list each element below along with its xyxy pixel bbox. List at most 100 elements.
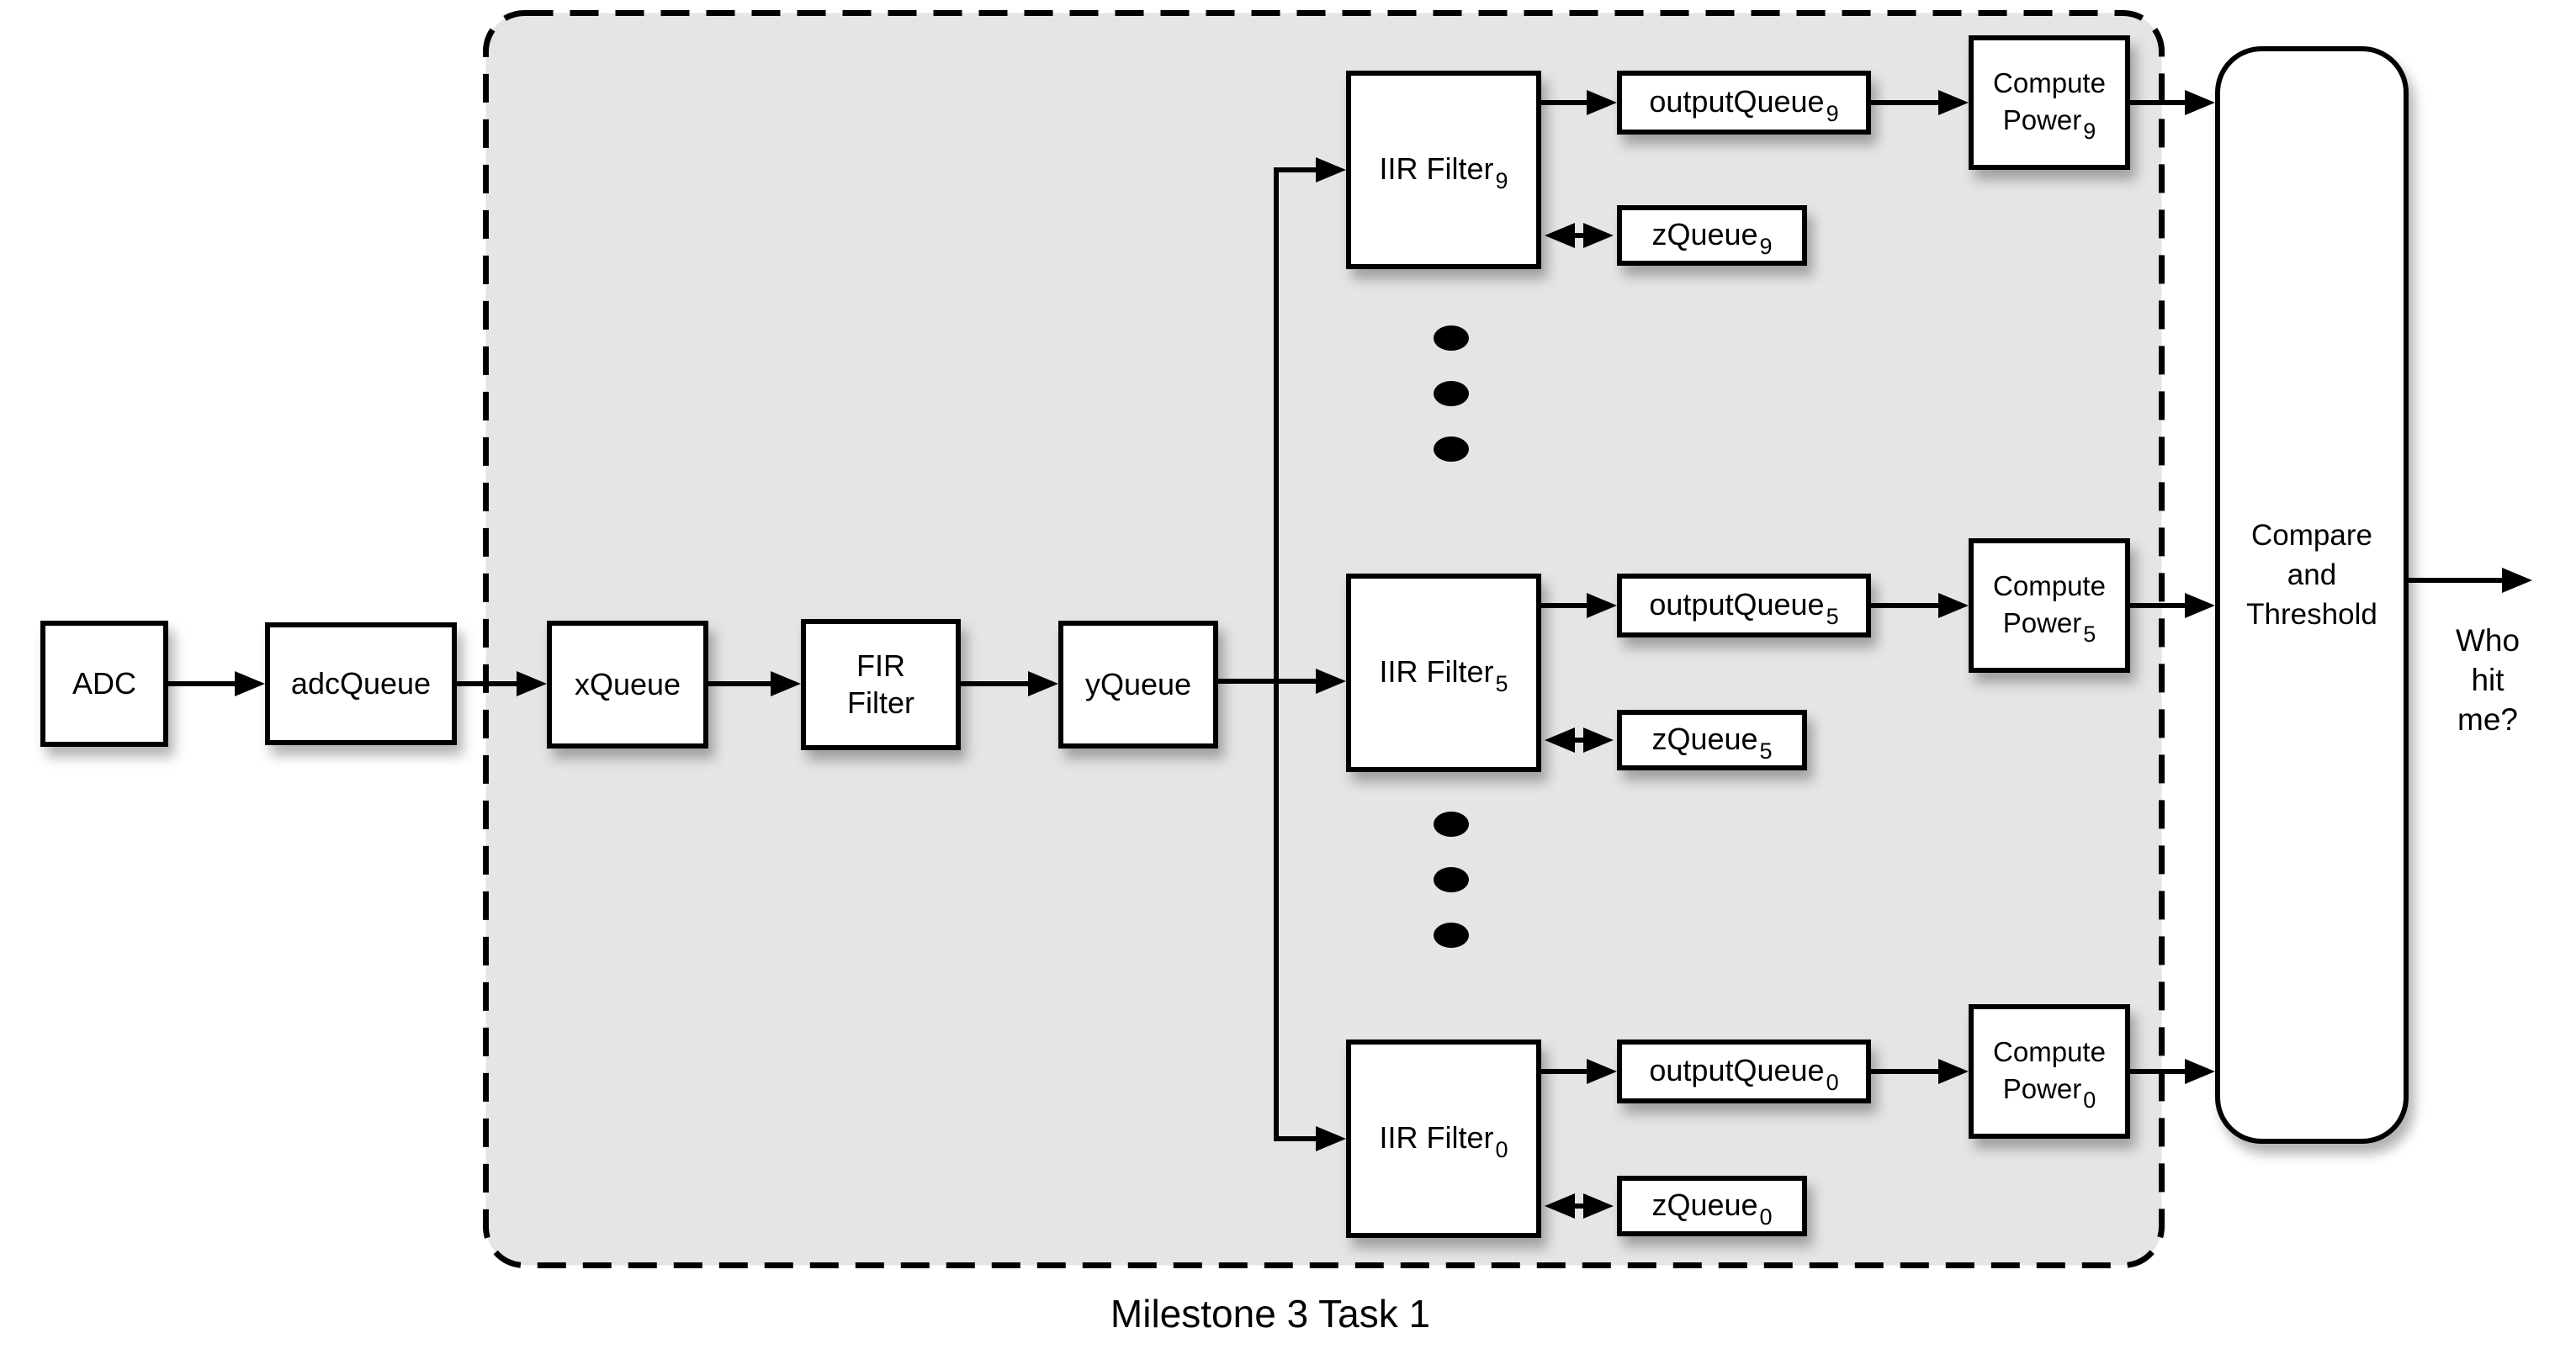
adc-queue-label: adcQueue — [290, 666, 432, 701]
ellipsis-dot — [1434, 436, 1469, 462]
arrowhead — [1316, 157, 1346, 183]
z-queue-0-subscript: 0 — [1759, 1204, 1773, 1230]
compute-power-5-label-line1: Compute — [1993, 570, 2106, 601]
arrowhead — [1583, 223, 1614, 248]
arrow-compare-to-output — [2409, 568, 2532, 593]
iir-filter-0-subscript: 0 — [1495, 1136, 1508, 1162]
fir-filter-label-line2: Filter — [847, 685, 914, 720]
x-queue-label: xQueue — [574, 667, 681, 701]
arrow-outputqueue5-to-computepower5 — [1871, 593, 1969, 618]
output-queue-0-label: outputQueue — [1649, 1052, 1825, 1087]
y-queue-node: yQueue — [1058, 621, 1218, 749]
adc-queue-node: adcQueue — [265, 622, 457, 745]
iir-filter-9-label: IIR Filter — [1379, 151, 1494, 186]
compute-power-9-subscript: 9 — [2083, 119, 2096, 144]
arrowhead — [2502, 568, 2532, 593]
output-queue-9-label: outputQueue — [1649, 83, 1825, 119]
arrow-xqueue-to-firfilter — [708, 671, 801, 696]
compute-power-5-label-line2: Power — [2002, 607, 2082, 638]
z-queue-0-node: zQueue0 — [1617, 1176, 1807, 1236]
adc-node: ADC — [40, 621, 168, 747]
x-queue-node: xQueue — [547, 621, 708, 749]
vertical-ellipsis-top — [1434, 325, 1469, 462]
arrow-iirfilter0-to-outputqueue0 — [1541, 1059, 1617, 1084]
compare-label-line1: Compare — [2251, 519, 2372, 552]
arrowhead — [2185, 1059, 2215, 1084]
arrowhead — [1545, 727, 1575, 753]
output-question-line2: hit — [2471, 663, 2504, 697]
arrowhead — [517, 671, 547, 696]
arrow-computepower0-to-compare — [2130, 1059, 2215, 1084]
z-queue-5-subscript: 5 — [1759, 738, 1773, 764]
arrow-outputqueue0-to-computepower0 — [1871, 1059, 1969, 1084]
compute-power-9-label-line1: Compute — [1993, 67, 2106, 98]
output-queue-0-node: outputQueue0 — [1617, 1040, 1871, 1103]
compute-power-0-label-line1: Compute — [1993, 1036, 2106, 1067]
arrow-iirfilter9-to-outputqueue9 — [1541, 90, 1617, 115]
compute-power-5-subscript: 5 — [2083, 622, 2096, 647]
arrowhead — [1583, 1193, 1614, 1219]
arrow-iirfilter9-zqueue9-bidirectional — [1545, 223, 1614, 248]
arrowhead — [1028, 671, 1058, 696]
arrowhead — [1587, 593, 1617, 618]
y-queue-label: yQueue — [1084, 667, 1192, 701]
iir-filter-0-label: IIR Filter — [1379, 1119, 1494, 1155]
compute-power-9-label-line2: Power — [2002, 104, 2082, 135]
arrowhead — [1587, 90, 1617, 115]
arrowhead — [1938, 1059, 1969, 1084]
arrow-firfilter-to-yqueue — [961, 671, 1058, 696]
ellipsis-dot — [1434, 812, 1469, 837]
iir-filter-5-label: IIR Filter — [1379, 653, 1494, 689]
fir-filter-label-line1: FIR — [856, 648, 905, 683]
arrowhead — [1938, 90, 1969, 115]
output-question-line3: me? — [2457, 702, 2518, 737]
z-queue-9-subscript: 9 — [1759, 233, 1773, 259]
compare-label-line3: Threshold — [2246, 598, 2377, 631]
output-queue-9-node: outputQueue9 — [1617, 71, 1871, 135]
compute-power-5-node: Compute Power5 — [1969, 538, 2130, 673]
arrow-outputqueue9-to-computepower9 — [1871, 90, 1969, 115]
compute-power-0-subscript: 0 — [2083, 1087, 2096, 1113]
arrowhead — [1587, 1059, 1617, 1084]
arrow-adc-to-adcqueue — [168, 671, 265, 696]
vertical-ellipsis-bottom — [1434, 812, 1469, 948]
iir-filter-5-node: IIR Filter5 — [1346, 574, 1541, 772]
iir-filter-5-subscript: 5 — [1495, 670, 1508, 696]
arrowhead — [1938, 593, 1969, 618]
arrowhead — [1545, 223, 1575, 248]
arrow-iirfilter5-zqueue5-bidirectional — [1545, 727, 1614, 753]
output-queue-5-subscript: 5 — [1826, 603, 1839, 629]
compute-power-0-label-line2: Power — [2002, 1073, 2082, 1104]
arrow-yqueue-to-iirfilter5 — [1218, 669, 1346, 694]
arrow-branch-to-iirfilter0 — [1276, 1126, 1346, 1151]
output-question: Who hit me? — [2408, 621, 2568, 739]
milestone-region — [483, 10, 2165, 1268]
z-queue-5-node: zQueue5 — [1617, 710, 1807, 770]
z-queue-9-label: zQueue — [1651, 216, 1758, 251]
z-queue-9-node: zQueue9 — [1617, 205, 1807, 266]
arrowhead — [1316, 669, 1346, 694]
adc-label: ADC — [72, 666, 136, 701]
ellipsis-dot — [1434, 867, 1469, 892]
output-question-line1: Who — [2455, 623, 2520, 658]
arrowhead — [771, 671, 801, 696]
output-queue-5-node: outputQueue5 — [1617, 574, 1871, 637]
arrow-iirfilter5-to-outputqueue5 — [1541, 593, 1617, 618]
fir-filter-node: FIR Filter — [801, 619, 961, 750]
diagram-caption: Milestone 3 Task 1 — [934, 1292, 1607, 1336]
output-queue-9-subscript: 9 — [1826, 100, 1839, 126]
z-queue-5-label: zQueue — [1651, 721, 1758, 756]
compute-power-9-node: Compute Power9 — [1969, 35, 2130, 170]
arrow-computepower5-to-compare — [2130, 593, 2215, 618]
z-queue-0-label: zQueue — [1651, 1187, 1758, 1222]
arrow-branch-to-iirfilter9 — [1276, 157, 1346, 183]
output-queue-5-label: outputQueue — [1649, 586, 1825, 622]
arrowhead — [2185, 90, 2215, 115]
arrow-adcqueue-to-xqueue — [457, 671, 547, 696]
arrowhead — [2185, 593, 2215, 618]
iir-filter-0-node: IIR Filter0 — [1346, 1040, 1541, 1238]
arrowhead — [1583, 727, 1614, 753]
arrowhead — [1545, 1193, 1575, 1219]
